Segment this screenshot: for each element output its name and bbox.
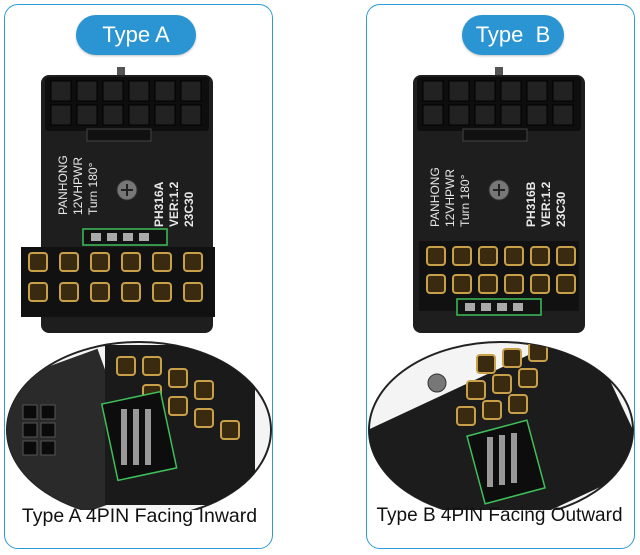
type-a-caption: Type A 4PIN Facing Inward <box>21 505 258 527</box>
board-version-text: VER:1.2 <box>539 181 553 227</box>
pin-header <box>21 247 215 317</box>
board-brand-text: PANHONG <box>428 167 442 227</box>
panel-type-b: Type B PANHONG 12VHPWR Turn 180° PH316B … <box>366 4 635 549</box>
screw-icon <box>488 179 510 201</box>
type-b-board-image: PANHONG 12VHPWR Turn 180° PH316B VER:1.2… <box>413 67 585 333</box>
type-b-badge: Type B <box>462 15 564 55</box>
board-model-text: PH316B <box>524 181 538 227</box>
type-a-badge: Type A <box>76 15 196 55</box>
board-model-text: PH316A <box>152 181 166 227</box>
type-b-closeup-photo <box>368 341 634 510</box>
board-brand-text: PANHONG <box>56 155 70 215</box>
board-turn-text: Turn 180° <box>86 162 100 215</box>
type-a-board-image: PANHONG 12VHPWR Turn 180° PH316A VER:1.2… <box>21 67 215 333</box>
board-date-text: 23C30 <box>182 191 196 227</box>
top-socket <box>417 77 581 142</box>
panel-type-a: Type A PANHONG 12VHPWR Turn 180° PH316A … <box>4 4 273 549</box>
board-spec-text: 12VHPWR <box>443 169 457 227</box>
board-turn-text: Turn 180° <box>458 174 472 227</box>
type-b-caption: Type B 4PIN Facing Outward <box>376 505 623 526</box>
board-spec-text: 12VHPWR <box>71 157 85 215</box>
screw-icon <box>116 179 138 201</box>
board-date-text: 23C30 <box>554 191 568 227</box>
four-pin-connector <box>456 298 542 316</box>
four-pin-connector <box>82 228 168 246</box>
top-socket <box>45 77 209 142</box>
type-a-closeup-photo <box>6 341 272 510</box>
board-version-text: VER:1.2 <box>167 181 181 227</box>
